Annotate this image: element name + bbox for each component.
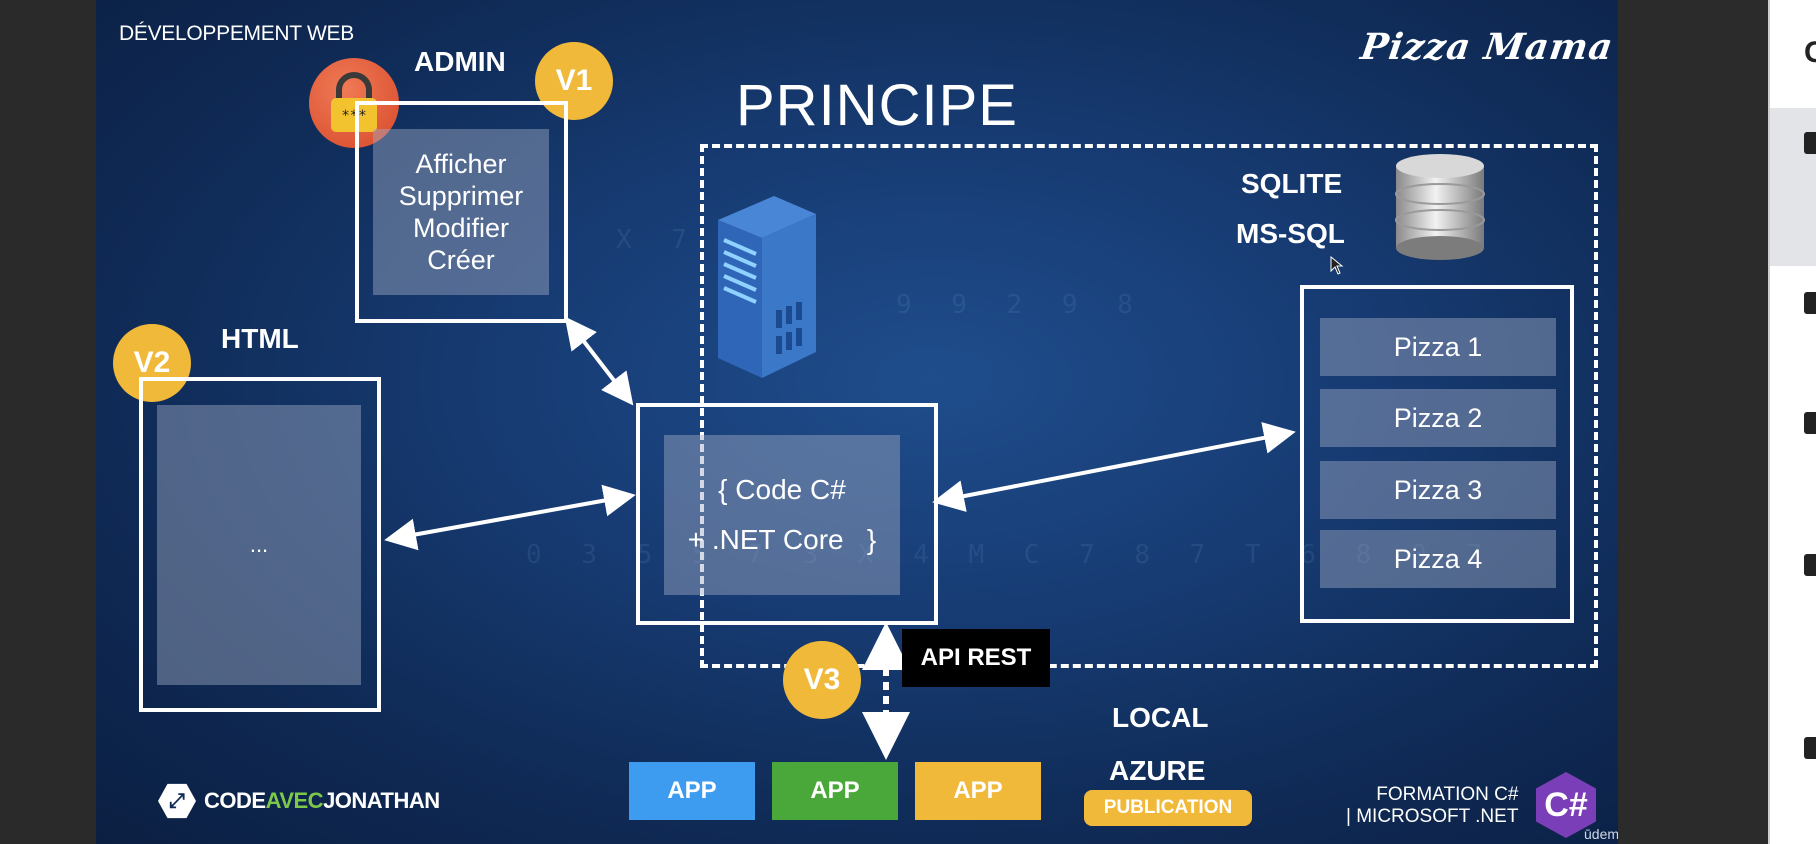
sidebar-item-checkbox[interactable] [1804,737,1816,759]
mouse-cursor-icon [1330,255,1344,281]
slide-title: PRINCIPE [736,73,1018,138]
pizza-item-4: Pizza 4 [1320,530,1556,588]
publication-badge: PUBLICATION [1084,790,1252,826]
svg-text:***: *** [341,108,366,124]
formation-caption: FORMATION C# | MICROSOFT .NET [1346,784,1519,827]
codeavecjonathan-logo: ⤢ CODEAVECJONATHAN [158,782,440,820]
html-label: HTML [221,323,299,354]
pizza-item-1: Pizza 1 [1320,318,1556,376]
badge-v1: V1 [535,42,613,120]
badge-v2: V2 [113,324,191,402]
html-content-panel: ... [157,405,361,685]
connection-arrows [384,316,1296,760]
html-box [139,377,381,712]
arrow-code-db [932,422,1296,512]
left-letterbox [0,0,96,844]
sidebar-item-checkbox[interactable] [1804,412,1816,434]
section-heading: DÉVELOPPEMENT WEB [119,22,354,45]
sqlite-label: SQLITE [1241,168,1343,199]
background-digits: 9 9 2 9 8 [896,290,1145,320]
arrow-html-code [384,484,636,551]
action-afficher: Afficher [415,149,507,179]
action-supprimer: Supprimer [398,181,524,211]
pizza-list-box [1300,285,1574,623]
code-hex-icon: ⤢ [158,783,196,819]
pizza-item-3: Pizza 3 [1320,461,1556,519]
admin-label: ADMIN [414,46,506,77]
admin-actions-panel: Afficher Supprimer Modifier Créer [373,129,549,295]
app-box-yellow: APP [915,762,1041,820]
arrow-admin-code [564,316,634,406]
csharp-logo-icon: C# [1536,772,1596,838]
mssql-label: MS-SQL [1236,218,1345,249]
app-box-blue: APP [629,762,755,820]
badge-v3: V3 [783,641,861,719]
admin-box [355,101,568,323]
sidebar-item-checkbox[interactable] [1804,132,1816,154]
background-digits: 0 3 5 5 7 3 X 4 M C 7 8 7 T 6 8 0 7 [526,540,1494,570]
azure-label: AZURE [1109,755,1206,786]
html-content: ... [249,532,269,557]
code-box [636,403,938,625]
local-label: LOCAL [1112,702,1209,733]
right-letterbox [1618,0,1768,844]
action-creer: Créer [427,245,495,275]
course-sidebar: C [1768,0,1816,844]
video-slide[interactable]: X 7 1 1 9 9 2 9 8 0 3 5 5 7 3 X 4 M C 7 … [96,0,1618,844]
sidebar-item-checkbox[interactable] [1804,292,1816,314]
code-panel: { Code C# + .NET Core } [664,435,900,595]
api-rest-label: API REST [902,629,1050,687]
code-line-2: + .NET Core } [687,524,877,555]
server-tower-icon [712,190,822,385]
sidebar-heading-letter: C [1804,36,1816,69]
pizza-item-2: Pizza 2 [1320,389,1556,447]
database-cylinder-icon [1392,152,1488,267]
sidebar-item-checkbox[interactable] [1804,554,1816,576]
udemy-logo: ūdemy [1584,826,1618,842]
action-modifier: Modifier [412,213,510,243]
code-line-1: { Code C# [718,474,846,505]
app-box-green: APP [772,762,898,820]
